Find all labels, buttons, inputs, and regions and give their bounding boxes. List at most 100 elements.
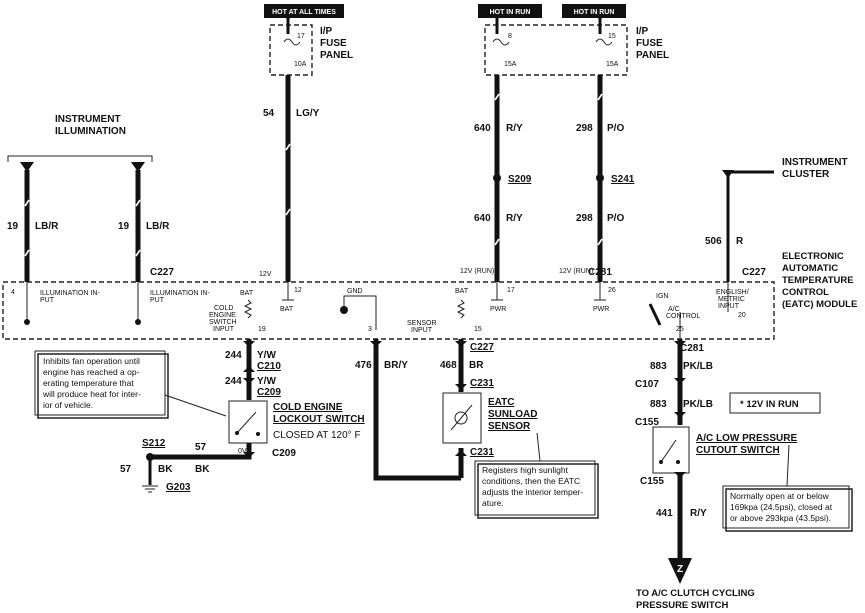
svg-text:Inhibits fan operation until: Inhibits fan operation until — [43, 356, 140, 366]
svg-text:10A: 10A — [294, 61, 307, 68]
wire-441: 441 R/Y — [656, 472, 707, 560]
svg-text:P/O: P/O — [607, 213, 624, 224]
eatc-module: ELECTRONIC AUTOMATIC TEMPERATURE CONTROL… — [2, 251, 857, 340]
svg-text:A/C: A/C — [668, 306, 680, 313]
hot-at-all-times-tag: HOT AT ALL TIMES — [264, 4, 344, 18]
svg-text:I/P: I/P — [320, 26, 333, 37]
svg-text:506: 506 — [705, 236, 722, 247]
svg-text:ILLUMINATION: ILLUMINATION — [55, 126, 126, 137]
wire-19-right: 19 LB/R — [118, 162, 170, 282]
svg-text:ILLUMINATION IN-: ILLUMINATION IN- — [40, 290, 100, 297]
svg-text:15: 15 — [608, 33, 616, 40]
svg-text:244: 244 — [225, 350, 242, 361]
svg-text:LB/R: LB/R — [35, 221, 59, 232]
svg-text:will produce heat for inter-: will produce heat for inter- — [42, 389, 141, 399]
svg-text:298: 298 — [576, 123, 593, 134]
wire-19-left: 19 LB/R — [7, 162, 59, 282]
svg-text:441: 441 — [656, 508, 673, 519]
svg-text:CUTOUT SWITCH: CUTOUT SWITCH — [696, 445, 780, 456]
svg-text:883: 883 — [650, 361, 667, 372]
svg-text:CONTROL: CONTROL — [666, 313, 700, 320]
svg-text:COLD: COLD — [214, 305, 233, 312]
svg-text:CLOSED AT 120° F: CLOSED AT 120° F — [273, 430, 361, 441]
svg-text:BK: BK — [158, 464, 173, 475]
pressure-note: Normally open at or below 169kpa (24.5ps… — [722, 444, 853, 532]
destination-arrow: Z TO A/C CLUTCH CYCLING PRESSURE SWITCH — [636, 558, 755, 611]
svg-text:G203: G203 — [166, 482, 191, 493]
svg-text:ENGLISH/: ENGLISH/ — [716, 289, 749, 296]
svg-text:IGN: IGN — [656, 293, 668, 300]
svg-text:20: 20 — [738, 312, 746, 319]
svg-text:ILLUMINATION IN-: ILLUMINATION IN- — [150, 290, 210, 297]
svg-text:INPUT: INPUT — [411, 327, 433, 334]
splice-s209: S209 — [493, 174, 532, 185]
svg-text:BAT: BAT — [455, 288, 469, 295]
svg-text:ior of vehicle.: ior of vehicle. — [43, 400, 93, 410]
svg-text:S212: S212 — [142, 438, 166, 449]
svg-text:ature.: ature. — [482, 498, 504, 508]
svg-text:C107: C107 — [635, 379, 659, 390]
svg-text:erating temperature that: erating temperature that — [43, 378, 134, 388]
svg-text:PANEL: PANEL — [636, 50, 669, 61]
svg-text:* 12V IN RUN: * 12V IN RUN — [740, 399, 799, 410]
svg-text:METRIC: METRIC — [718, 296, 745, 303]
wire-468: 468 BR C227 C231 C231 — [440, 339, 494, 478]
wire-506: 506 R — [705, 236, 744, 247]
svg-text:R/Y: R/Y — [506, 213, 523, 224]
legend-12v-in-run: * 12V IN RUN — [729, 392, 821, 414]
wire-883: C281 883 PK/LB C107 883 PK/LB C155 — [635, 339, 713, 428]
svg-text:19: 19 — [118, 221, 130, 232]
svg-text:HOT IN RUN: HOT IN RUN — [490, 9, 531, 16]
svg-text:adjusts the interior temper-: adjusts the interior temper- — [482, 487, 583, 497]
svg-text:LG/Y: LG/Y — [296, 108, 320, 119]
eatc-sunload-sensor: EATC SUNLOAD SENSOR — [442, 392, 537, 444]
svg-text:C155: C155 — [640, 476, 664, 487]
svg-text:or above 293kpa (43.5psi).: or above 293kpa (43.5psi). — [730, 513, 831, 523]
svg-text:PUT: PUT — [40, 297, 55, 304]
svg-text:640: 640 — [474, 213, 491, 224]
svg-text:26: 26 — [608, 287, 616, 294]
svg-text:FUSE: FUSE — [320, 38, 347, 49]
svg-text:SENSOR: SENSOR — [488, 421, 531, 432]
svg-text:298: 298 — [576, 213, 593, 224]
wire-244: 244 Y/W 244 Y/W C210 C209 — [225, 339, 281, 400]
svg-text:HOT AT ALL TIMES: HOT AT ALL TIMES — [272, 9, 336, 16]
svg-text:INSTRUMENT: INSTRUMENT — [55, 114, 121, 125]
svg-text:BAT: BAT — [240, 290, 254, 297]
svg-text:0V: 0V — [238, 448, 247, 455]
svg-text:COLD ENGINE: COLD ENGINE — [273, 402, 343, 413]
svg-text:PUT: PUT — [150, 297, 165, 304]
svg-text:SUNLOAD: SUNLOAD — [488, 409, 537, 420]
ac-low-pressure-cutout-switch: A/C LOW PRESSURE CUTOUT SWITCH C155 — [640, 426, 797, 487]
svg-text:INPUT: INPUT — [213, 326, 235, 333]
hot-in-run-tag-left: HOT IN RUN — [478, 4, 542, 18]
instrument-cluster-label: INSTRUMENT CLUSTER — [722, 157, 848, 282]
wire-57-ground: S212 57 BK 57 BK G203 C209 — [120, 438, 296, 493]
svg-text:CONTROL: CONTROL — [782, 287, 829, 298]
svg-text:FUSE: FUSE — [636, 38, 663, 49]
svg-text:AUTOMATIC: AUTOMATIC — [782, 263, 838, 274]
sunlight-note: Registers high sunlight conditions, then… — [474, 432, 599, 519]
svg-text:HOT IN RUN: HOT IN RUN — [574, 9, 615, 16]
svg-text:57: 57 — [195, 442, 207, 453]
svg-text:PK/LB: PK/LB — [683, 361, 713, 372]
svg-text:19: 19 — [7, 221, 19, 232]
svg-text:C281: C281 — [680, 343, 704, 354]
svg-text:8: 8 — [508, 33, 512, 40]
svg-text:57: 57 — [120, 464, 132, 475]
svg-text:4: 4 — [11, 289, 15, 296]
svg-text:PRESSURE SWITCH: PRESSURE SWITCH — [636, 600, 729, 611]
svg-text:C231: C231 — [470, 378, 494, 389]
svg-text:BR: BR — [469, 360, 484, 371]
svg-text:INSTRUMENT: INSTRUMENT — [782, 157, 848, 168]
svg-text:883: 883 — [650, 399, 667, 410]
c227b: C227 — [742, 267, 766, 278]
svg-text:LB/R: LB/R — [146, 221, 170, 232]
svg-text:12V (RUN): 12V (RUN) — [559, 268, 593, 275]
svg-text:Y/W: Y/W — [257, 350, 276, 361]
svg-text:S209: S209 — [508, 174, 532, 185]
svg-text:PWR: PWR — [593, 306, 609, 313]
svg-text:(EATC) MODULE: (EATC) MODULE — [782, 299, 857, 310]
